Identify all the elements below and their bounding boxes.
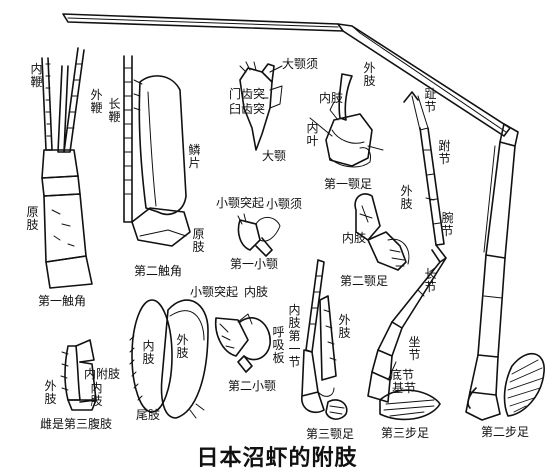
label-uropod: 尾肢 bbox=[136, 408, 161, 422]
label-mandible: 大颚 bbox=[262, 149, 287, 163]
label-pl-endo: 内肢 bbox=[90, 381, 103, 408]
label-first-maxillule: 第一小颚 bbox=[230, 257, 279, 271]
male-pleopod-drawing bbox=[60, 339, 97, 411]
label-uro-inner: 内肢 bbox=[142, 339, 155, 366]
second-maxilla-drawing bbox=[214, 313, 271, 373]
label-scale: 鳞片 bbox=[188, 143, 201, 170]
second-antenna-drawing bbox=[123, 55, 191, 247]
mandible-drawing bbox=[239, 61, 283, 151]
label-third-pereiopod: 第三步足 bbox=[381, 426, 430, 440]
label-dactyl: 趾节 bbox=[424, 87, 437, 114]
label-propodus: 跗节 bbox=[438, 139, 451, 166]
label-carpus: 腕节 bbox=[441, 211, 454, 238]
first-maxilliped-drawing bbox=[325, 73, 373, 168]
label-mxp1-leaf: 内叶 bbox=[306, 121, 319, 148]
figure-title: 日本沼虾的附肢 bbox=[196, 446, 358, 471]
label-mx2-process: 小颚突起 bbox=[190, 285, 239, 299]
third-pereiopod-drawing bbox=[367, 91, 447, 421]
label-uro-outer: 外肢 bbox=[176, 333, 189, 360]
label-coxa: 底节 bbox=[390, 368, 415, 382]
label-mxp2-outer: 外肢 bbox=[400, 184, 413, 211]
label-male-pleopod: 雌是第三腹肢 bbox=[40, 417, 113, 431]
label-protopodite-a2: 原肢 bbox=[192, 227, 205, 254]
label-maxillule-palp: 小颚须 bbox=[266, 197, 303, 211]
label-second-maxilla: 第二小颚 bbox=[228, 379, 277, 393]
label-ischium: 坐节 bbox=[408, 335, 421, 362]
label-mx2-inner: 内肢 bbox=[244, 285, 269, 299]
third-maxilliped-drawing bbox=[301, 259, 348, 420]
label-second-pereiopod: 第二步足 bbox=[481, 425, 530, 439]
label-basis: 基节 bbox=[392, 381, 417, 395]
label-third-maxilliped: 第三颚足 bbox=[306, 427, 355, 441]
label-inner-flagellum: 内鞭 bbox=[30, 62, 43, 89]
label-first-antenna: 第一触角 bbox=[38, 294, 87, 308]
label-mxp1-outer: 外肢 bbox=[363, 61, 376, 88]
label-merus: 长节 bbox=[424, 267, 437, 294]
second-maxilliped-drawing bbox=[354, 193, 410, 271]
label-protopodite-a1: 原肢 bbox=[26, 205, 39, 232]
first-maxillule-drawing bbox=[237, 213, 281, 257]
label-long-flagellum: 长鞭 bbox=[108, 97, 121, 124]
label-mxp3-outer: 外肢 bbox=[338, 313, 351, 340]
label-mxp1-inner: 内肢 bbox=[319, 91, 344, 105]
label-second-maxilliped: 第二颚足 bbox=[340, 274, 389, 288]
label-mxp2-inner: 内肢 bbox=[342, 231, 367, 245]
second-pereiopod-drawing bbox=[62, 13, 545, 421]
label-maxillule-process: 小颚突起 bbox=[216, 196, 265, 210]
label-mandible-palp: 大颚须 bbox=[282, 57, 319, 71]
label-first-maxilliped: 第一颚足 bbox=[324, 177, 373, 191]
label-molar-process: 臼齿突 bbox=[229, 102, 266, 116]
first-antenna-drawing bbox=[41, 47, 93, 289]
label-pl-inner: 内附肢 bbox=[84, 367, 121, 381]
leader-lines bbox=[261, 65, 435, 381]
label-mxp3-inner: 内肢第一节 bbox=[288, 303, 301, 369]
label-incisor-process: 门齿突 bbox=[229, 87, 266, 101]
label-second-antenna: 第二触角 bbox=[134, 264, 183, 278]
label-breathing-plate: 呼吸板 bbox=[272, 325, 285, 365]
uropod-drawing bbox=[129, 299, 209, 419]
label-outer-flagellum: 外鞭 bbox=[90, 88, 103, 115]
label-pl-outer: 外肢 bbox=[44, 379, 57, 406]
